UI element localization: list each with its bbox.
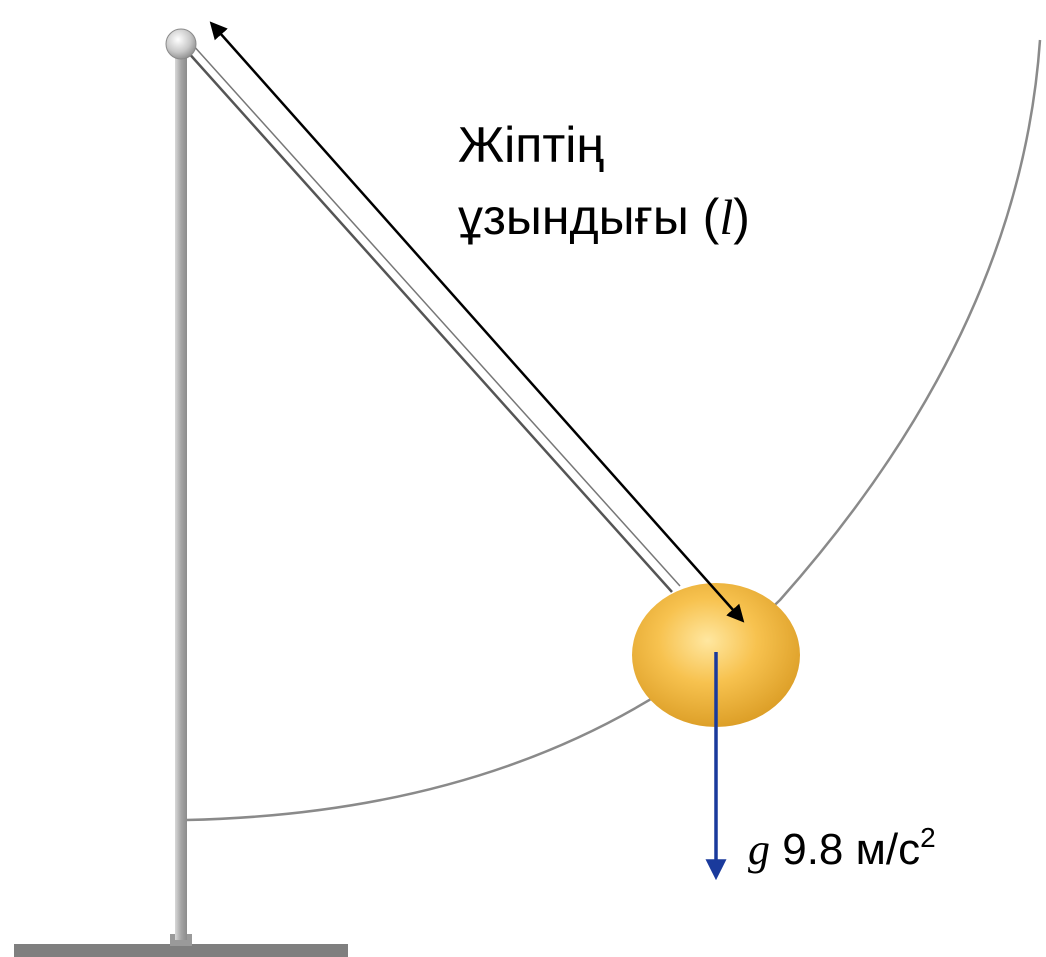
length-label-line1: Жіптің [458, 120, 604, 170]
stand-rod [175, 48, 187, 940]
pendulum-string-shadow [192, 44, 680, 586]
length-dimension-arrow [212, 24, 742, 620]
pivot-ball [166, 29, 196, 59]
gravity-value: 9.8 [782, 825, 843, 874]
gravity-symbol: g [748, 825, 770, 874]
swing-arc [186, 40, 1040, 820]
length-label-text: ұзындығы ( [458, 189, 719, 245]
gravity-label: g 9.8 м/с2 [748, 828, 936, 872]
length-symbol: l [719, 189, 733, 245]
length-label-line2: ұзындығы (l) [458, 192, 750, 242]
length-label-close: ) [733, 189, 750, 245]
gravity-unit: м/с [856, 825, 920, 874]
gravity-exponent: 2 [920, 822, 936, 853]
